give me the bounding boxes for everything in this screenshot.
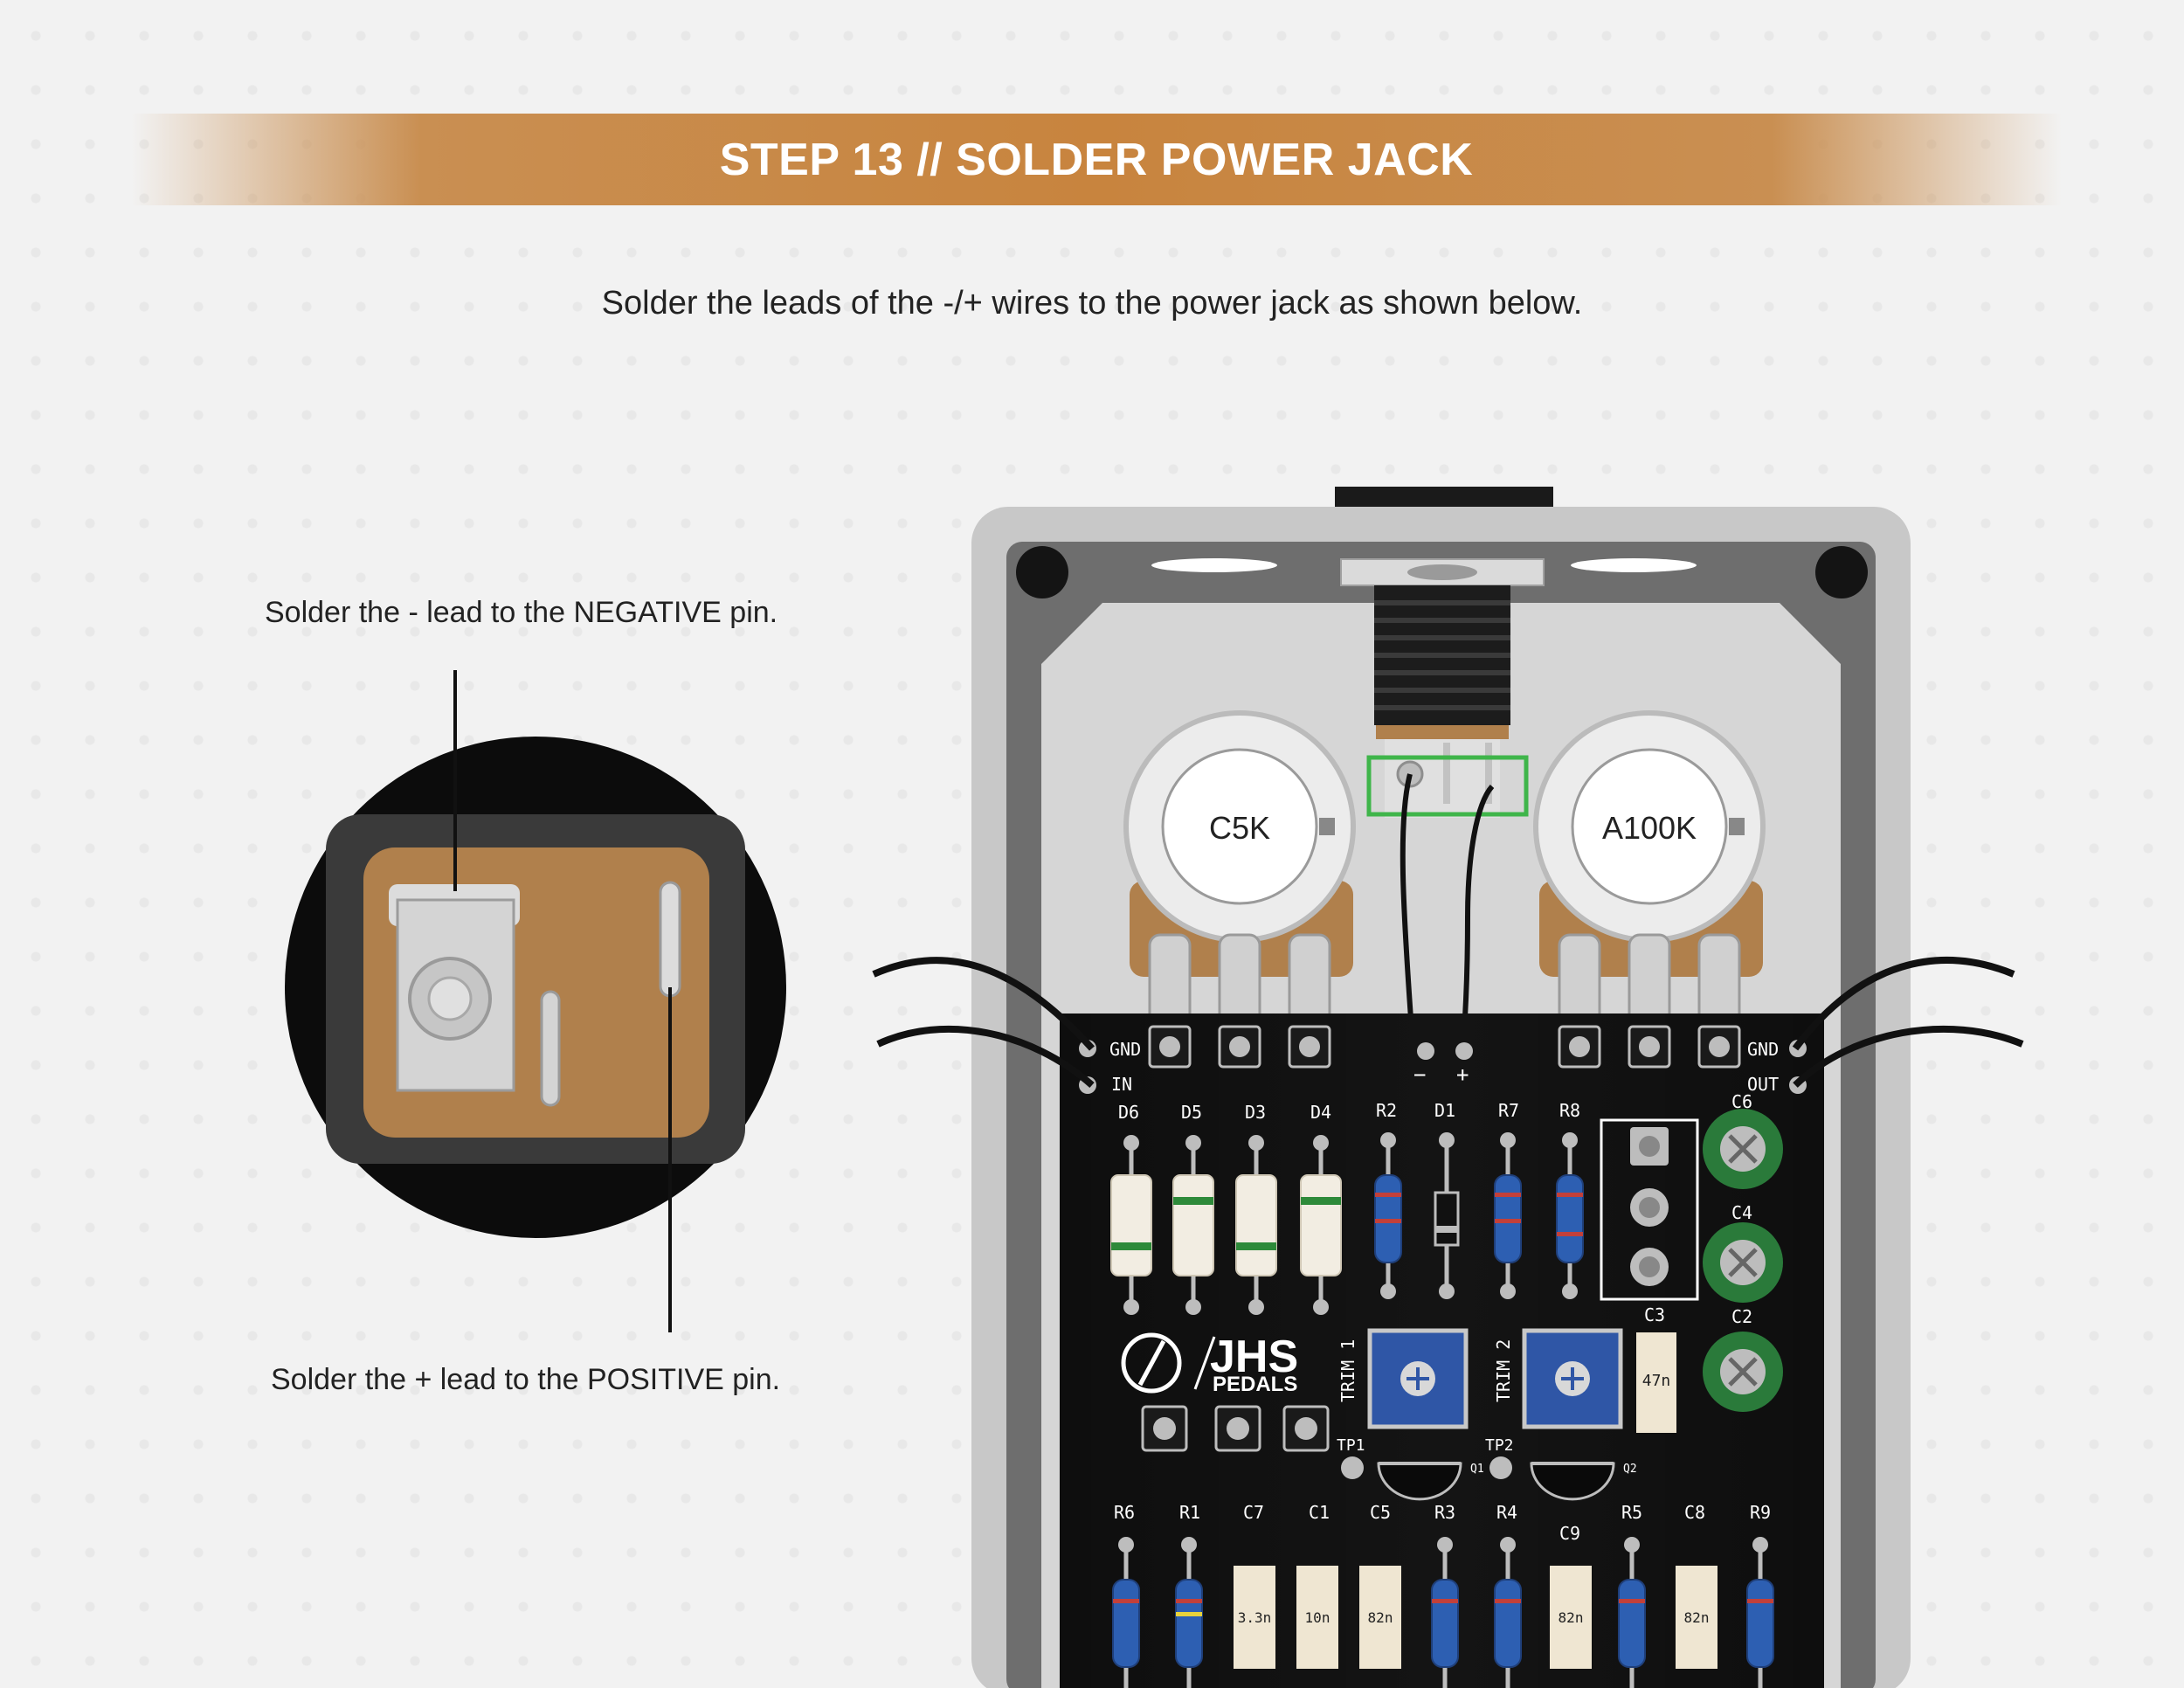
logo-sub: PEDALS bbox=[1213, 1373, 1297, 1396]
label-c5: C5 bbox=[1370, 1502, 1391, 1523]
instruction-text: Solder the leads of the -/+ wires to the… bbox=[601, 285, 1583, 322]
cap-c7-value: 3.3n bbox=[1238, 1609, 1272, 1626]
potentiometer-a100k bbox=[1533, 710, 1766, 1033]
label-d6: D6 bbox=[1118, 1102, 1139, 1123]
slot-right bbox=[1571, 558, 1697, 572]
pot-label-a100k: A100K bbox=[1602, 810, 1697, 846]
label-c6: C6 bbox=[1731, 1091, 1752, 1112]
negative-wire bbox=[1400, 773, 1414, 1032]
cap-c1-value: 10n bbox=[1305, 1609, 1330, 1626]
label-r4: R4 bbox=[1496, 1502, 1517, 1523]
label-d5: D5 bbox=[1181, 1102, 1202, 1123]
slot-left bbox=[1151, 558, 1277, 572]
voltage-regulator bbox=[1600, 1118, 1699, 1301]
cap-c5-value: 82n bbox=[1368, 1609, 1393, 1626]
label-d3: D3 bbox=[1245, 1102, 1266, 1123]
pot-label-c5k: C5K bbox=[1209, 810, 1270, 846]
power-minus-label: − bbox=[1413, 1062, 1426, 1087]
top-jack-bump bbox=[1335, 487, 1553, 508]
trim2-label: TRIM 2 bbox=[1493, 1339, 1514, 1402]
label-r5: R5 bbox=[1621, 1502, 1642, 1523]
negative-pin-callout: Solder the - lead to the NEGATIVE pin. bbox=[265, 596, 778, 629]
label-r6: R6 bbox=[1114, 1502, 1135, 1523]
output-wire-2 bbox=[1793, 1025, 2024, 1088]
dc-power-jack bbox=[1340, 558, 1545, 1032]
label-r2: R2 bbox=[1376, 1100, 1397, 1121]
label-c1: C1 bbox=[1309, 1502, 1330, 1523]
label-c4: C4 bbox=[1731, 1202, 1752, 1223]
input-wire-1 bbox=[872, 957, 1095, 1051]
label-c7: C7 bbox=[1243, 1502, 1264, 1523]
positive-pin-callout: Solder the + lead to the POSITIVE pin. bbox=[271, 1363, 781, 1396]
label-r7: R7 bbox=[1498, 1100, 1519, 1121]
input-wire-2 bbox=[876, 1025, 1095, 1088]
q2-label: Q2 bbox=[1623, 1463, 1637, 1476]
logo-brand: JHS bbox=[1210, 1332, 1298, 1382]
screw-hole-left bbox=[1016, 546, 1068, 598]
positive-wire bbox=[1462, 784, 1495, 1032]
output-wire-1 bbox=[1792, 957, 2015, 1051]
transistors bbox=[1341, 1456, 1615, 1501]
label-c8: C8 bbox=[1684, 1502, 1705, 1523]
out-label: OUT bbox=[1747, 1074, 1779, 1095]
potentiometer-c5k bbox=[1123, 710, 1356, 1033]
tp2-label: TP2 bbox=[1485, 1436, 1514, 1455]
in-label: IN bbox=[1111, 1074, 1132, 1095]
q1-label: Q1 bbox=[1470, 1463, 1484, 1476]
jhs-logo: JHS PEDALS bbox=[1121, 1332, 1298, 1396]
logo-mark-icon bbox=[1121, 1332, 1182, 1394]
label-r8: R8 bbox=[1559, 1100, 1580, 1121]
gnd-right-label: GND bbox=[1747, 1039, 1779, 1060]
step-banner: STEP 13 // SOLDER POWER JACK bbox=[131, 114, 2062, 205]
tp1-label: TP1 bbox=[1337, 1436, 1365, 1455]
trimmers bbox=[1367, 1328, 1623, 1429]
switch-pin bbox=[540, 990, 561, 1107]
power-jack-closeup bbox=[285, 670, 786, 1332]
label-c3: C3 bbox=[1644, 1304, 1665, 1325]
screw-hole-right bbox=[1815, 546, 1868, 598]
label-r1: R1 bbox=[1179, 1502, 1200, 1523]
power-plus-label: + bbox=[1456, 1062, 1469, 1087]
label-c2: C2 bbox=[1731, 1306, 1752, 1327]
electrolytic-caps bbox=[1703, 1109, 1783, 1412]
gnd-left-label: GND bbox=[1109, 1039, 1141, 1060]
cap-c3-value: 47n bbox=[1642, 1372, 1671, 1390]
label-r3: R3 bbox=[1434, 1502, 1455, 1523]
positive-pin bbox=[659, 881, 681, 998]
diode-row bbox=[1110, 1132, 1584, 1315]
label-d1: D1 bbox=[1434, 1100, 1455, 1121]
label-c9: C9 bbox=[1559, 1523, 1580, 1544]
step-title: STEP 13 // SOLDER POWER JACK bbox=[719, 134, 1474, 185]
label-r9: R9 bbox=[1750, 1502, 1771, 1523]
cap-c9-value: 82n bbox=[1559, 1609, 1584, 1626]
bottom-components bbox=[1112, 1537, 1774, 1688]
trim1-label: TRIM 1 bbox=[1337, 1339, 1358, 1402]
cap-c8-value: 82n bbox=[1684, 1609, 1710, 1626]
cap-c3 bbox=[1636, 1332, 1676, 1433]
label-d4: D4 bbox=[1310, 1102, 1331, 1123]
highlight-box bbox=[1366, 755, 1529, 817]
